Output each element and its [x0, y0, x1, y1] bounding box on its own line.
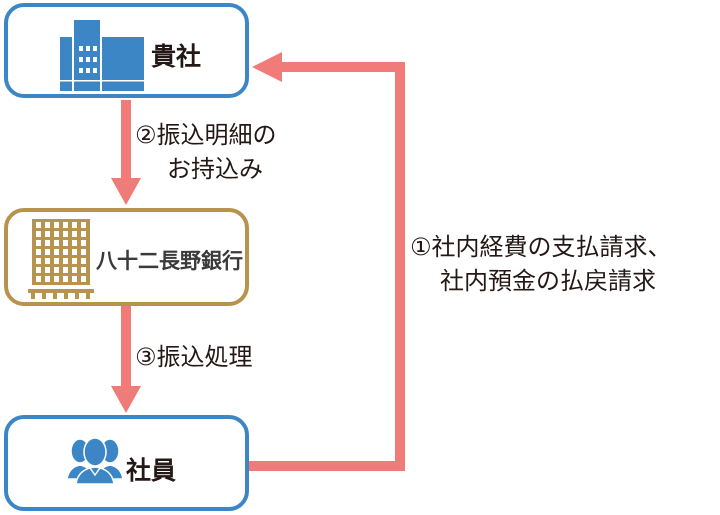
- arrow-step3-head: [111, 386, 141, 413]
- step3-line1: ③振込処理: [135, 343, 253, 371]
- arrow-step1-head: [252, 52, 282, 82]
- bank-node: 八十二長野銀行: [4, 208, 249, 306]
- bank-building-icon: [28, 219, 94, 299]
- employee-node: 社員: [4, 415, 249, 511]
- step2-line1: ②振込明細の: [135, 121, 277, 149]
- bank-label: 八十二長野銀行: [96, 249, 243, 273]
- company-node: 貴社: [4, 3, 249, 98]
- arrow-step1-line: [248, 62, 405, 471]
- step2-caption: ②振込明細の お持込み: [135, 118, 277, 186]
- office-building-icon: [60, 20, 144, 91]
- step1-line2: 社内預金の払戻請求: [440, 267, 656, 295]
- company-label: 貴社: [151, 42, 202, 71]
- step2-line2: お持込み: [167, 155, 263, 183]
- step3-caption: ③振込処理: [135, 340, 253, 374]
- step1-caption: ①社内経費の支払請求、 社内預金の払戻請求: [410, 230, 672, 298]
- arrow-step2-head: [111, 178, 141, 205]
- people-group-icon: [66, 437, 124, 485]
- step1-line1: ①社内経費の支払請求、: [410, 233, 672, 261]
- employee-label: 社員: [126, 456, 177, 485]
